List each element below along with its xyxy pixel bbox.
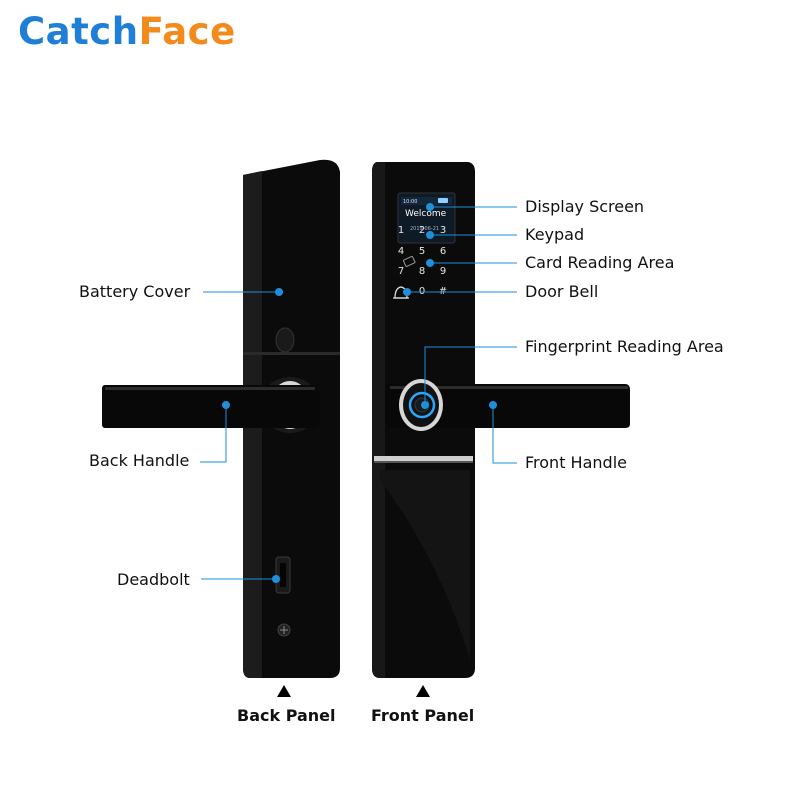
label-keypad: Keypad: [525, 225, 585, 244]
annotation-back-handle: [200, 401, 230, 463]
label-front-handle: Front Handle: [525, 453, 627, 472]
annotation-battery-cover: [203, 288, 283, 296]
brand-logo: CatchFace: [18, 10, 236, 53]
label-deadbolt: Deadbolt: [117, 570, 190, 589]
label-fingerprint-reading-area: Fingerprint Reading Area: [525, 337, 724, 356]
screen-time: 10:00: [403, 199, 417, 205]
keypad-key: 9: [440, 266, 446, 277]
display-screen: 10:00 Welcome 2019-06-21: [397, 192, 456, 244]
keypad-key: 5: [419, 246, 425, 257]
label-back-handle: Back Handle: [89, 451, 190, 470]
label-door-bell: Door Bell: [525, 282, 599, 301]
screen-date: 2019-06-21: [410, 226, 439, 232]
annotation-front-handle: [489, 401, 517, 464]
brand-logo-part1: Catch: [18, 10, 139, 53]
annotation-display-screen: [426, 203, 517, 211]
annotation-door-bell: [403, 288, 517, 296]
label-display-screen: Display Screen: [525, 197, 645, 216]
label-battery-cover: Battery Cover: [79, 282, 191, 301]
keypad-key: 3: [440, 225, 446, 236]
keypad-key: 6: [440, 246, 446, 257]
annotation-fingerprint-reading-area: [421, 346, 517, 409]
annotation-deadbolt: [201, 575, 280, 583]
back-handle: [102, 377, 320, 433]
keypad-key: 8: [419, 266, 425, 277]
keypad-key: 1: [398, 225, 404, 236]
keypad-key: 7: [398, 266, 404, 277]
screen-welcome: Welcome: [405, 209, 447, 219]
card-reader-icon: [403, 255, 416, 267]
back-panel-marker: [277, 685, 291, 697]
front-panel-marker: [416, 685, 430, 697]
annotation-keypad: [426, 231, 517, 239]
label-back-panel: Back Panel: [237, 706, 336, 725]
keypad-key: 2: [419, 225, 425, 236]
deadbolt-knob: [275, 556, 291, 594]
brand-logo-part2: Face: [138, 10, 236, 53]
screw: [277, 623, 291, 637]
keypad-key: 4: [398, 246, 404, 257]
label-front-panel: Front Panel: [371, 706, 475, 725]
label-card-reading-area: Card Reading Area: [525, 253, 675, 272]
annotation-card-reading-area: [426, 259, 517, 267]
